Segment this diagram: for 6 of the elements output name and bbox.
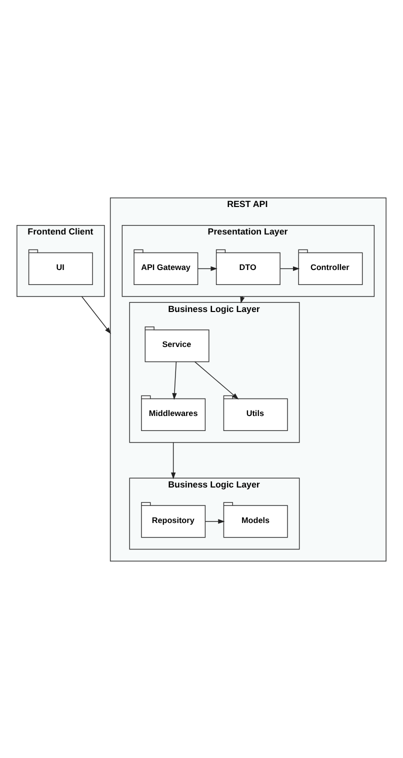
arrow xyxy=(205,518,225,524)
arrow xyxy=(172,360,177,400)
arrow xyxy=(81,296,112,334)
arrow xyxy=(280,266,300,271)
arrow xyxy=(198,266,218,271)
arrow xyxy=(171,442,176,479)
